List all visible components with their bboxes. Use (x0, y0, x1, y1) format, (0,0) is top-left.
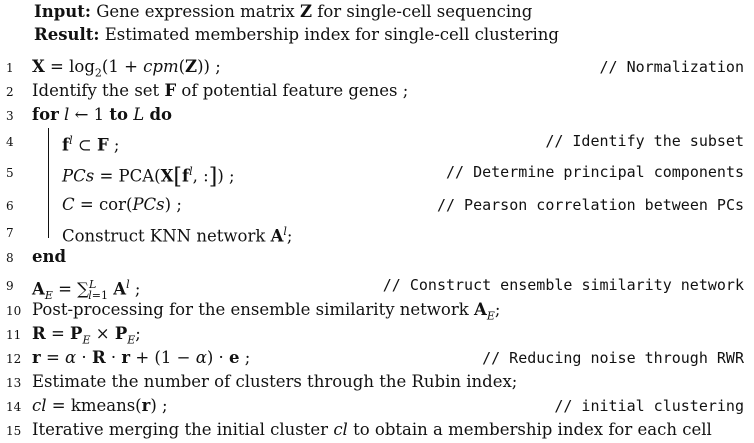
input-var: Z (299, 2, 312, 21)
line-comment: // Determine principal components (445, 163, 744, 181)
result-label: Result: (34, 25, 100, 44)
line-text: Iterative merging the initial cluster (32, 420, 329, 439)
line-number: 12 (6, 352, 22, 366)
line-formula: R = PE × PE; (32, 324, 141, 347)
line-comment: // Identify the subset (545, 132, 744, 150)
input-text: Gene expression matrix (96, 2, 295, 21)
line-comment: // Reducing noise through RWR (482, 349, 744, 367)
line-comment: // Construct ensemble similarity network (382, 276, 744, 294)
algorithm-line-5: 5 PCs = PCA(X[fl, :]) ; // Determine pri… (0, 160, 754, 188)
algorithm-line-7: 7 Construct KNN network Al; (0, 220, 754, 246)
line-comment: // Pearson correlation between PCs (436, 196, 744, 214)
line-number: 2 (6, 85, 14, 99)
line-var: cl (333, 420, 348, 439)
algorithm-line-13: 13 Estimate the number of clusters throu… (0, 370, 754, 394)
line-text: Identify the set (32, 81, 160, 100)
line-number: 6 (6, 199, 14, 213)
algorithm-line-3: 3 for l ← 1 to L do (0, 103, 754, 127)
loop-formula: l (64, 105, 70, 124)
line-number: 3 (6, 109, 14, 123)
line-number: 14 (6, 400, 22, 414)
line-text-2: to obtain a membership index for each ce… (353, 420, 712, 439)
line-number: 11 (6, 328, 22, 342)
line-formula: fl ⊂ F ; (62, 134, 120, 155)
algorithm-line-14: 14 cl = kmeans(r) ; // initial clusterin… (0, 394, 754, 418)
loop-body-bar (48, 128, 49, 238)
keyword-do: do (149, 105, 173, 124)
input-label: Input: (34, 2, 91, 21)
line-var: A (474, 300, 487, 319)
line-formula: C = cor(PCs) ; (62, 195, 182, 214)
keyword-for: for (32, 105, 59, 124)
line-text: Construct KNN network (62, 226, 266, 246)
line-number: 1 (6, 61, 14, 75)
line-comment: // Normalization (599, 58, 745, 76)
line-number: 9 (6, 279, 14, 293)
input-tail: for single-cell sequencing (317, 2, 533, 21)
algorithm-result: Result: Estimated membership index for s… (0, 23, 754, 47)
line-text-2: of potential feature genes ; (181, 81, 409, 100)
line-formula: X = log2(1 + cpm(Z)) ; (32, 57, 221, 80)
line-text: Post-processing for the ensemble similar… (32, 300, 469, 319)
line-number: 10 (6, 304, 22, 318)
line-var: A (270, 226, 284, 246)
line-number: 4 (6, 135, 14, 149)
line-number: 13 (6, 376, 22, 390)
line-comment: // initial clustering (554, 397, 744, 415)
algorithm-line-4: 4 fl ⊂ F ; // Identify the subset (0, 129, 754, 155)
line-number: 7 (6, 226, 14, 240)
line-text: Estimate the number of clusters through … (32, 372, 518, 391)
algorithm-line-10: 10 Post-processing for the ensemble simi… (6, 300, 501, 323)
algorithm-line-8: 8 end (0, 245, 754, 269)
algorithm-line-1: 1 X = log2(1 + cpm(Z)) ; // Normalizatio… (0, 55, 754, 79)
algorithm-line-2: 2 Identify the set F of potential featur… (0, 79, 754, 103)
line-formula: r = α · R · r + (1 − α) · e ; (32, 348, 251, 367)
result-text: Estimated membership index for single-ce… (104, 25, 559, 44)
line-number: 15 (6, 424, 22, 438)
algorithm-line-6: 6 C = cor(PCs) ; // Pearson correlation … (0, 193, 754, 217)
line-var: F (164, 81, 177, 100)
line-formula: PCs = PCA(X[fl, :]) ; (62, 164, 235, 190)
line-formula: AE = ∑Ll=1 Al ; (32, 278, 141, 302)
line-formula: cl = kmeans(r) ; (32, 396, 168, 415)
keyword-to: to (109, 105, 129, 124)
algorithm-line-9: 9 AE = ∑Ll=1 Al ; // Construct ensemble … (0, 273, 754, 302)
keyword-end: end (32, 247, 67, 266)
algorithm-line-12: 12 r = α · R · r + (1 − α) · e ; // Redu… (0, 346, 754, 370)
algorithm-line-11: 11 R = PE × PE; (0, 322, 754, 346)
line-number: 5 (6, 166, 14, 180)
line-number: 8 (6, 251, 14, 265)
algorithm-input: Input: Gene expression matrix Z for sing… (0, 0, 754, 24)
algorithm-line-15: 15 Iterative merging the initial cluster… (0, 418, 754, 442)
